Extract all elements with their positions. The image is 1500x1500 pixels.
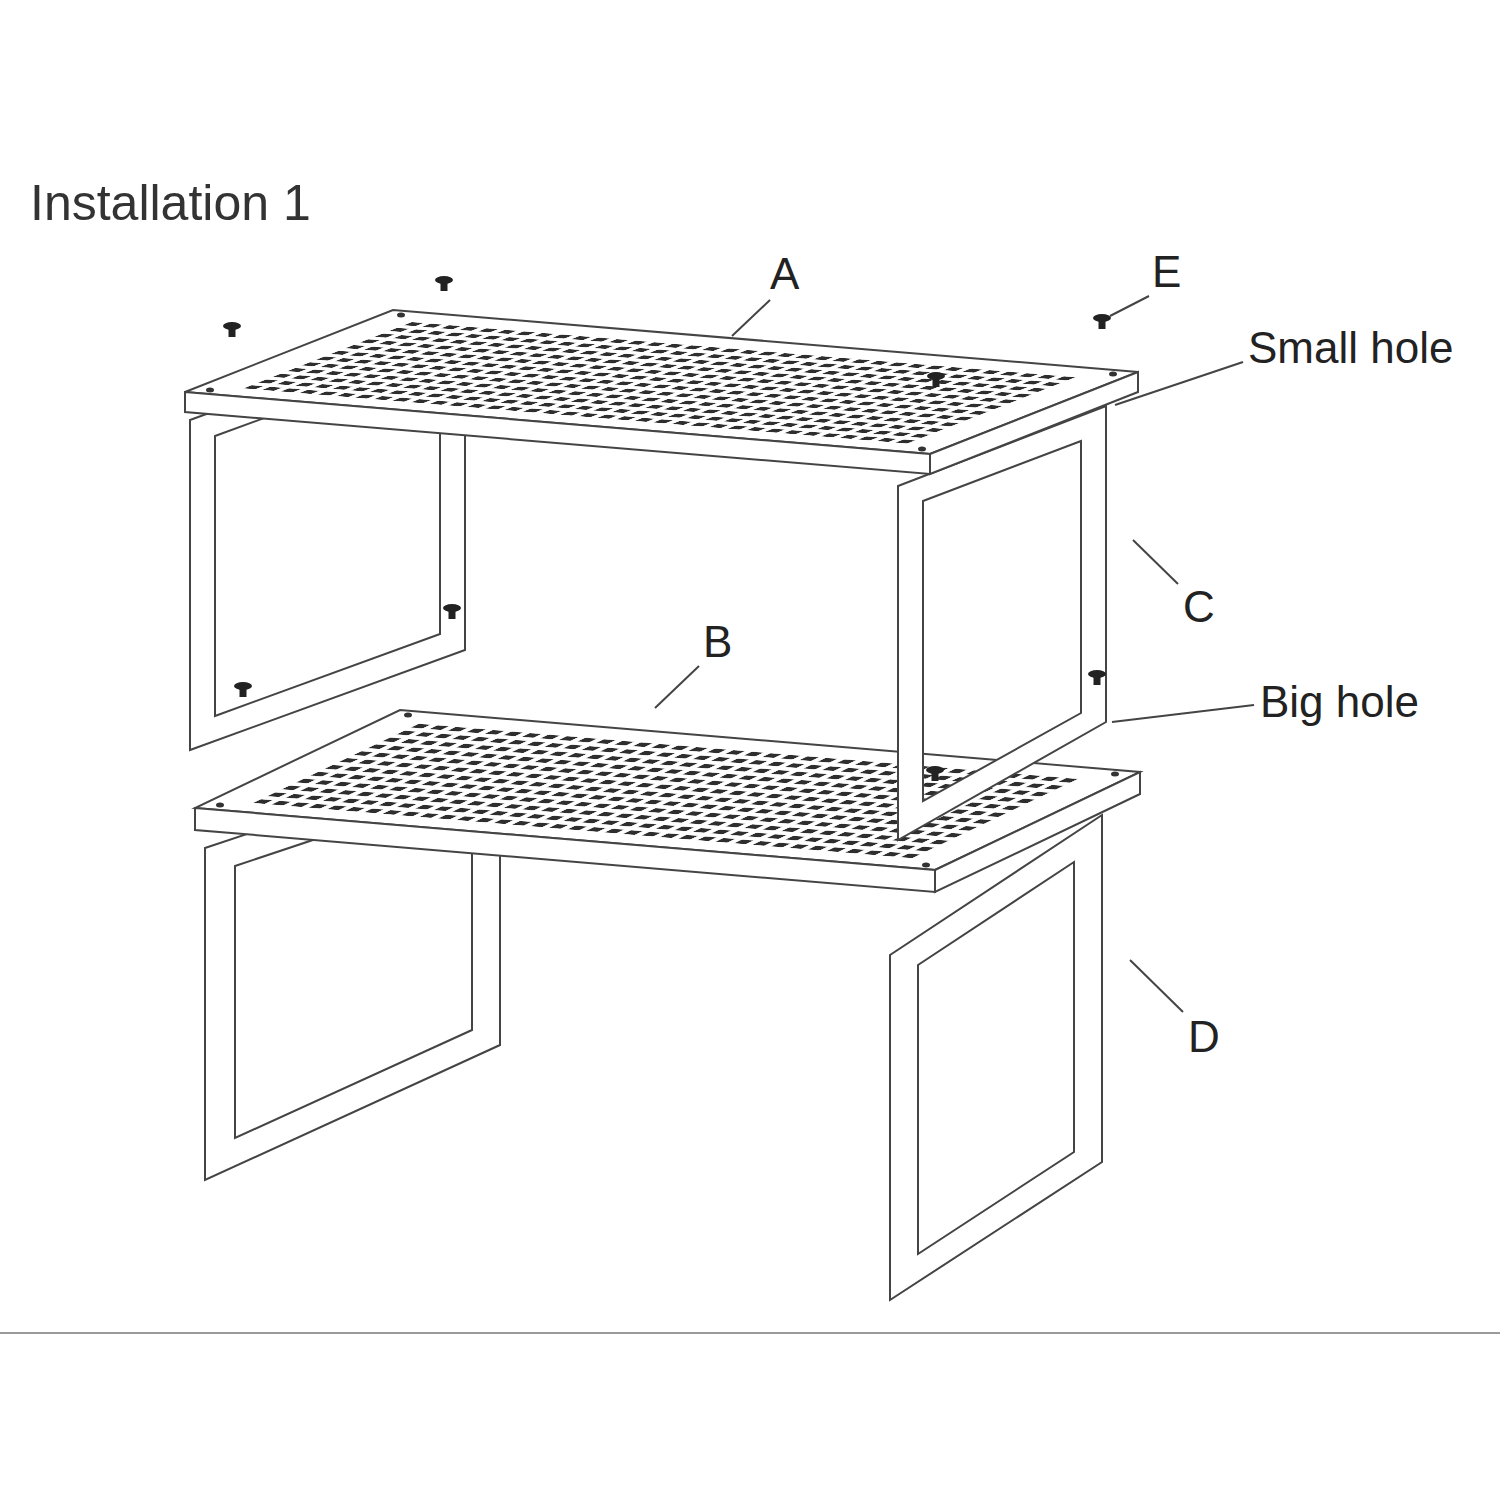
leader-line xyxy=(732,300,770,336)
leader-line xyxy=(1133,540,1178,584)
part-label: B xyxy=(703,620,732,664)
screw xyxy=(1093,314,1111,329)
perforated-grid xyxy=(240,320,1084,444)
screw xyxy=(927,372,945,387)
screw xyxy=(443,604,461,619)
part-label: Big hole xyxy=(1260,680,1419,724)
screws xyxy=(223,276,1111,781)
shelf-a xyxy=(185,310,1138,474)
shelf-b xyxy=(195,710,1140,892)
separator-line xyxy=(0,1332,1500,1334)
part-label: E xyxy=(1152,250,1181,294)
part-label: C xyxy=(1183,585,1215,629)
leader-line xyxy=(655,666,699,708)
part-label: Small hole xyxy=(1248,326,1453,370)
screw xyxy=(435,276,453,291)
leader-line xyxy=(1110,296,1149,316)
leader-line xyxy=(1130,960,1183,1012)
screw xyxy=(223,322,241,337)
screw xyxy=(234,682,252,697)
screw xyxy=(1088,670,1106,685)
part-label: A xyxy=(770,252,799,296)
part-label: D xyxy=(1188,1015,1220,1059)
leader-lines xyxy=(655,296,1254,1012)
corner-holes xyxy=(206,313,1117,452)
screw xyxy=(926,766,944,781)
leader-line xyxy=(1115,362,1243,405)
leader-line xyxy=(1112,705,1254,722)
diagram-title: Installation 1 xyxy=(30,178,311,228)
